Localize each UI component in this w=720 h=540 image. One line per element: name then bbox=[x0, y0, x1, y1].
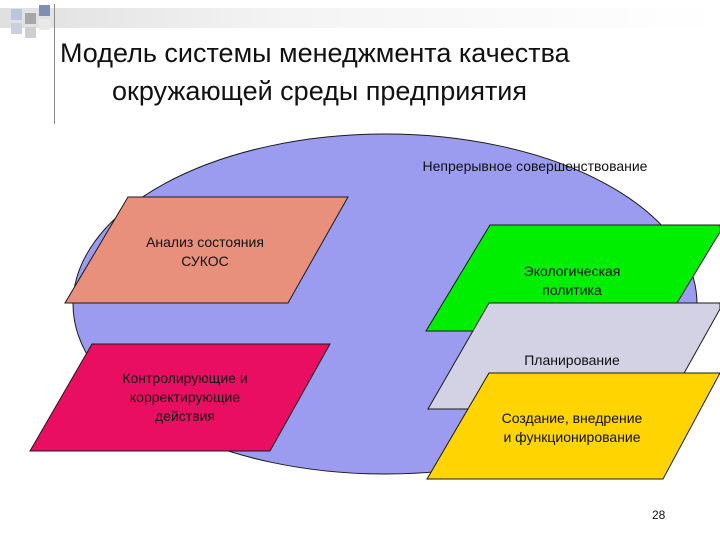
policy-label: Экологическая политика bbox=[472, 262, 672, 300]
decor-square bbox=[25, 27, 36, 38]
control-label-line-3: действия bbox=[154, 408, 216, 424]
policy-label-line-1: Экологическая bbox=[523, 263, 621, 279]
decor-square bbox=[11, 9, 22, 20]
decor-square bbox=[11, 23, 22, 34]
page-number: 28 bbox=[652, 508, 666, 522]
planning-label-line-1: Планирование bbox=[524, 352, 620, 368]
decor-vertical-line bbox=[54, 4, 55, 124]
top-decor-bar bbox=[0, 8, 720, 28]
slide-title-line-1: Модель системы менеджмента качества bbox=[60, 38, 570, 68]
control-label-line-2: корректирующие bbox=[129, 389, 241, 405]
decor-square bbox=[25, 13, 36, 24]
control-label: Контролирующие и корректирующие действия bbox=[85, 369, 285, 426]
analysis-block bbox=[64, 196, 349, 304]
analysis-label-line-2: СУКОС bbox=[181, 253, 229, 269]
control-label-line-1: Контролирующие и bbox=[122, 370, 248, 386]
planning-label: Планирование bbox=[472, 351, 672, 370]
continuous-improvement-label: Непрерывное совершенствование bbox=[422, 158, 648, 174]
implementation-label: Создание, внедрение и функционирование bbox=[462, 409, 682, 447]
implementation-label-line-2: и функционирование bbox=[503, 429, 641, 445]
implementation-block bbox=[426, 372, 720, 480]
decor-square bbox=[39, 5, 50, 16]
analysis-label: Анализ состояния СУКОС bbox=[105, 233, 305, 271]
slide-title: Модель системы менеджмента качества окру… bbox=[60, 34, 690, 110]
analysis-label-line-1: Анализ состояния bbox=[146, 234, 264, 250]
policy-label-line-2: политика bbox=[542, 282, 602, 298]
slide-title-line-2: окружающей среды предприятия bbox=[112, 76, 528, 106]
implementation-label-line-1: Создание, внедрение bbox=[501, 410, 643, 426]
decor-square bbox=[39, 19, 50, 30]
control-block bbox=[29, 343, 331, 452]
